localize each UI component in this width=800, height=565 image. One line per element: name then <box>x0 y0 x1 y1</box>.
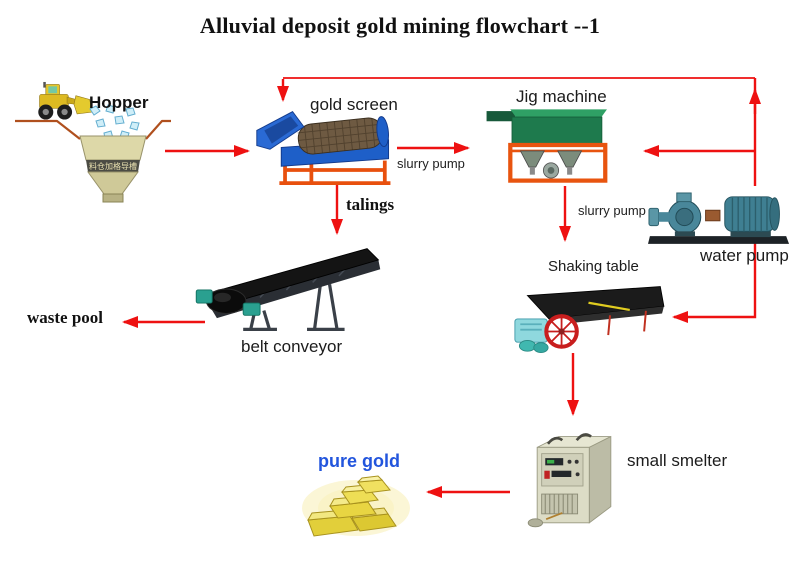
water-pump-label: water pump <box>700 246 789 265</box>
screen-drum <box>297 116 389 155</box>
pure-gold-label: pure gold <box>318 451 400 471</box>
shaking-table-icon <box>514 286 665 353</box>
jig-tank-top <box>510 109 607 119</box>
pump-outlet <box>676 192 692 203</box>
loader-window <box>48 86 58 94</box>
gold-screen-label: gold screen <box>310 95 398 114</box>
jig-cone-left <box>519 150 545 168</box>
screen-stand <box>279 157 391 186</box>
hopper-text-band <box>86 160 140 172</box>
belt-conveyor-icon <box>195 248 381 331</box>
tailings-label: talings <box>346 195 395 214</box>
slurry-pump-label-2: slurry pump <box>578 203 646 218</box>
jig-frame <box>508 142 608 183</box>
hopper-walls <box>79 135 147 161</box>
hopper-bin-text: 料仓加格导槽 <box>89 161 137 171</box>
hopper-bin-icon: 料仓加格导槽 <box>79 135 147 203</box>
hopper-funnel <box>87 171 139 195</box>
smelter-spout <box>527 518 544 528</box>
conveyor-motor <box>195 289 213 304</box>
table-deck-edge <box>549 306 664 326</box>
water-pump-icon <box>648 192 790 244</box>
table-riffle-line <box>588 301 630 312</box>
hopper-outlet <box>102 193 124 203</box>
page-title: Alluvial deposit gold mining flowchart -… <box>199 13 601 38</box>
slurry-pump-label-1: slurry pump <box>397 156 465 171</box>
pump-base <box>648 236 790 244</box>
conveyor-legs <box>243 284 345 331</box>
jig-tank <box>511 116 603 146</box>
jig-feed-chute <box>486 111 516 122</box>
conveyor-gearbox <box>242 302 261 316</box>
pump-coupling <box>705 209 721 222</box>
jig-cone-right <box>557 150 583 168</box>
loader-exhaust <box>43 81 46 88</box>
waste-pool-label: waste pool <box>27 308 104 327</box>
small-smelter-label: small smelter <box>627 451 728 470</box>
gold-screen-icon <box>256 111 391 186</box>
pump-inlet-flange <box>648 207 660 227</box>
jig-machine-icon <box>486 109 608 183</box>
ground-line-left <box>15 119 81 140</box>
smelter-red-button <box>544 470 550 479</box>
loader-bucket <box>73 95 94 115</box>
smelter-handles <box>546 433 592 445</box>
small-smelter-icon <box>527 433 612 528</box>
belt-conveyor-label: belt conveyor <box>241 337 343 356</box>
shaking-table-label: Shaking table <box>548 258 639 275</box>
ground-line-right <box>145 119 171 140</box>
wheel-loader-icon <box>38 81 94 120</box>
hopper-label: Hopper <box>89 93 149 112</box>
jig-machine-label: Jig machine <box>516 87 607 106</box>
smelter-side <box>588 435 612 524</box>
gold-bars-icon <box>302 475 410 537</box>
arrow-pump-to-table <box>672 243 757 323</box>
